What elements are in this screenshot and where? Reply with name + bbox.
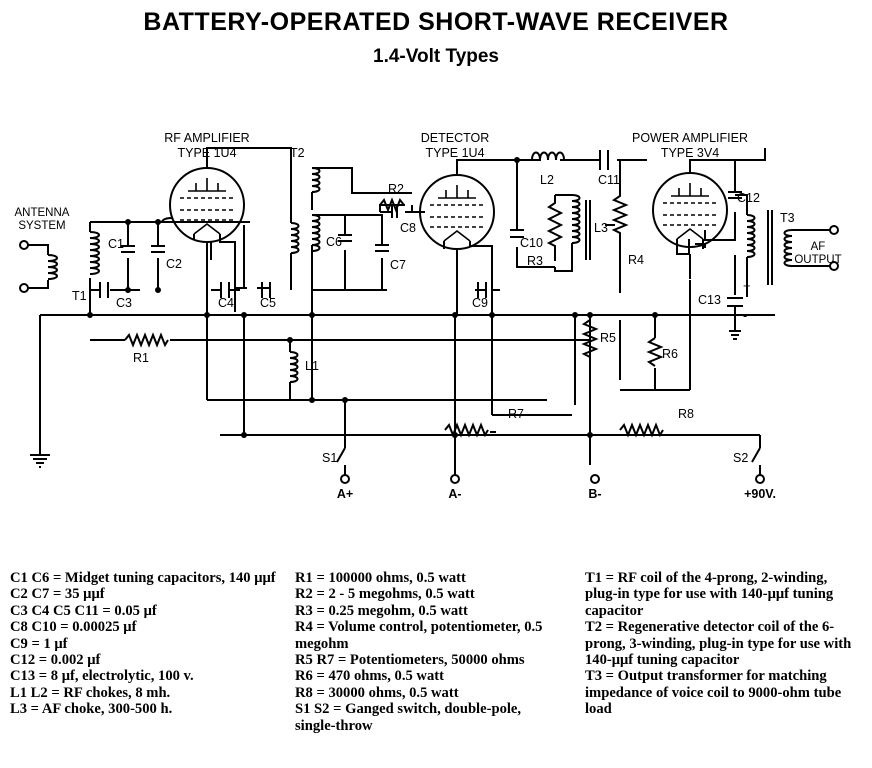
parts-entry: R3 = 0.25 megohm, 0.5 watt xyxy=(295,602,468,619)
ref-c7: C7 xyxy=(390,258,406,272)
parts-list-capacitors: C1 C6 = Midget tuning capacitors, 140 μμ… xyxy=(10,570,280,718)
antenna-system-label: SYSTEM xyxy=(18,220,65,232)
ref-c12: C12 xyxy=(737,191,760,205)
ref-c1: C1 xyxy=(108,237,124,251)
parts-entry: R1 = 100000 ohms, 0.5 watt xyxy=(295,570,466,586)
ref-r3: R3 xyxy=(527,254,543,268)
ref-s1: S1 xyxy=(322,451,337,465)
capacitor-symbols xyxy=(99,206,524,298)
af-output-label-2: OUTPUT xyxy=(794,254,841,266)
schematic-diagram: RF AMPLIFIER TYPE 1U4 DETECTOR TYPE 1U4 … xyxy=(15,131,842,501)
ref-t2: T2 xyxy=(290,146,305,160)
ref-t1: T1 xyxy=(72,289,87,303)
parts-entry: R6 = 470 ohms, 0.5 watt xyxy=(295,668,444,685)
ref-l1: L1 xyxy=(305,359,319,373)
parts-list-transformers: T1 = RF coil of the 4-prong, 2-winding, … xyxy=(585,570,863,718)
parts-entry: T1 = RF coil of the 4-prong, 2-winding, … xyxy=(585,570,834,619)
parts-entry: C2 C7 = 35 μμf xyxy=(10,586,105,603)
parts-entry: C12 = 0.002 μf xyxy=(10,652,101,669)
parts-entry: T2 = Regenerative detector coil of the 6… xyxy=(585,619,852,669)
parts-entry: L3 = AF choke, 300-500 h. xyxy=(10,701,173,718)
ref-t3: T3 xyxy=(780,211,795,225)
ref-r8: R8 xyxy=(678,407,694,421)
ref-l2: L2 xyxy=(540,173,554,187)
parts-list-resistors: R1 = 100000 ohms, 0.5 watt R2 = 2 - 5 me… xyxy=(295,570,570,734)
power-amplifier-tube xyxy=(652,172,728,248)
ref-c4: C4 xyxy=(218,296,234,310)
detector-type: TYPE 1U4 xyxy=(425,146,484,160)
diagram-subtitle: 1.4-Volt Types xyxy=(373,46,499,67)
terminal-b-plus-label: +90V. xyxy=(744,487,776,501)
c13-plus-sign: + xyxy=(743,279,750,293)
ref-c6: C6 xyxy=(326,235,342,249)
ref-l3: L3 xyxy=(594,221,608,235)
rf-amplifier-label: RF AMPLIFIER xyxy=(164,131,249,145)
parts-entry: R5 R7 = Potentiometers, 50000 ohms xyxy=(295,652,525,669)
ref-r4: R4 xyxy=(628,253,644,267)
terminals xyxy=(19,225,839,484)
ref-c13: C13 xyxy=(698,293,721,307)
ref-c10: C10 xyxy=(520,236,543,250)
ref-r6: R6 xyxy=(662,347,678,361)
detector-tube xyxy=(419,174,495,250)
ref-c8: C8 xyxy=(400,221,416,235)
parts-entry: S1 S2 = Ganged switch, double-pole, sing… xyxy=(295,701,522,734)
terminal-a-plus-label: A+ xyxy=(337,487,353,501)
ref-c9: C9 xyxy=(472,296,488,310)
ref-r7: R7 xyxy=(508,407,524,421)
ref-c5: C5 xyxy=(260,296,276,310)
ref-r2: R2 xyxy=(388,182,404,196)
parts-entry: C1 C6 = Midget tuning capacitors, 140 μμ… xyxy=(10,570,276,586)
parts-entry: C13 = 8 μf, electrolytic, 100 v. xyxy=(10,668,194,685)
parts-entry: C9 = 1 μf xyxy=(10,635,68,652)
parts-entry: L1 L2 = RF chokes, 8 mh. xyxy=(10,684,171,701)
af-output-label: AF xyxy=(811,241,826,253)
rf-amplifier-type: TYPE 1U4 xyxy=(177,146,236,160)
terminal-a-minus-label: A- xyxy=(448,487,461,501)
rf-amplifier-tube xyxy=(169,167,245,243)
wiring xyxy=(28,147,830,475)
terminal-b-minus-label: B- xyxy=(588,487,601,501)
ref-s2: S2 xyxy=(733,451,748,465)
parts-entry: T3 = Output transformer for matching imp… xyxy=(585,668,842,718)
ref-c2: C2 xyxy=(166,257,182,271)
antenna-label: ANTENNA xyxy=(15,207,70,219)
ref-c11: C11 xyxy=(598,173,620,187)
ref-r1: R1 xyxy=(133,351,149,365)
detector-label: DETECTOR xyxy=(421,131,490,145)
power-amplifier-label: POWER AMPLIFIER xyxy=(632,131,748,145)
c13-minus-sign: - xyxy=(743,309,747,323)
ref-r5: R5 xyxy=(600,331,616,345)
junction-dots xyxy=(87,157,658,438)
ref-c3: C3 xyxy=(116,296,132,310)
parts-entry: R8 = 30000 ohms, 0.5 watt xyxy=(295,684,459,701)
parts-entry: C8 C10 = 0.00025 μf xyxy=(10,619,137,636)
parts-entry: C3 C4 C5 C11 = 0.05 μf xyxy=(10,602,157,619)
power-amplifier-type: TYPE 3V4 xyxy=(661,146,719,160)
diagram-title: BATTERY-OPERATED SHORT-WAVE RECEIVER xyxy=(143,8,729,36)
parts-entry: R4 = Volume control, potentiometer, 0.5 … xyxy=(295,619,543,652)
parts-entry: R2 = 2 - 5 megohms, 0.5 watt xyxy=(295,586,475,603)
